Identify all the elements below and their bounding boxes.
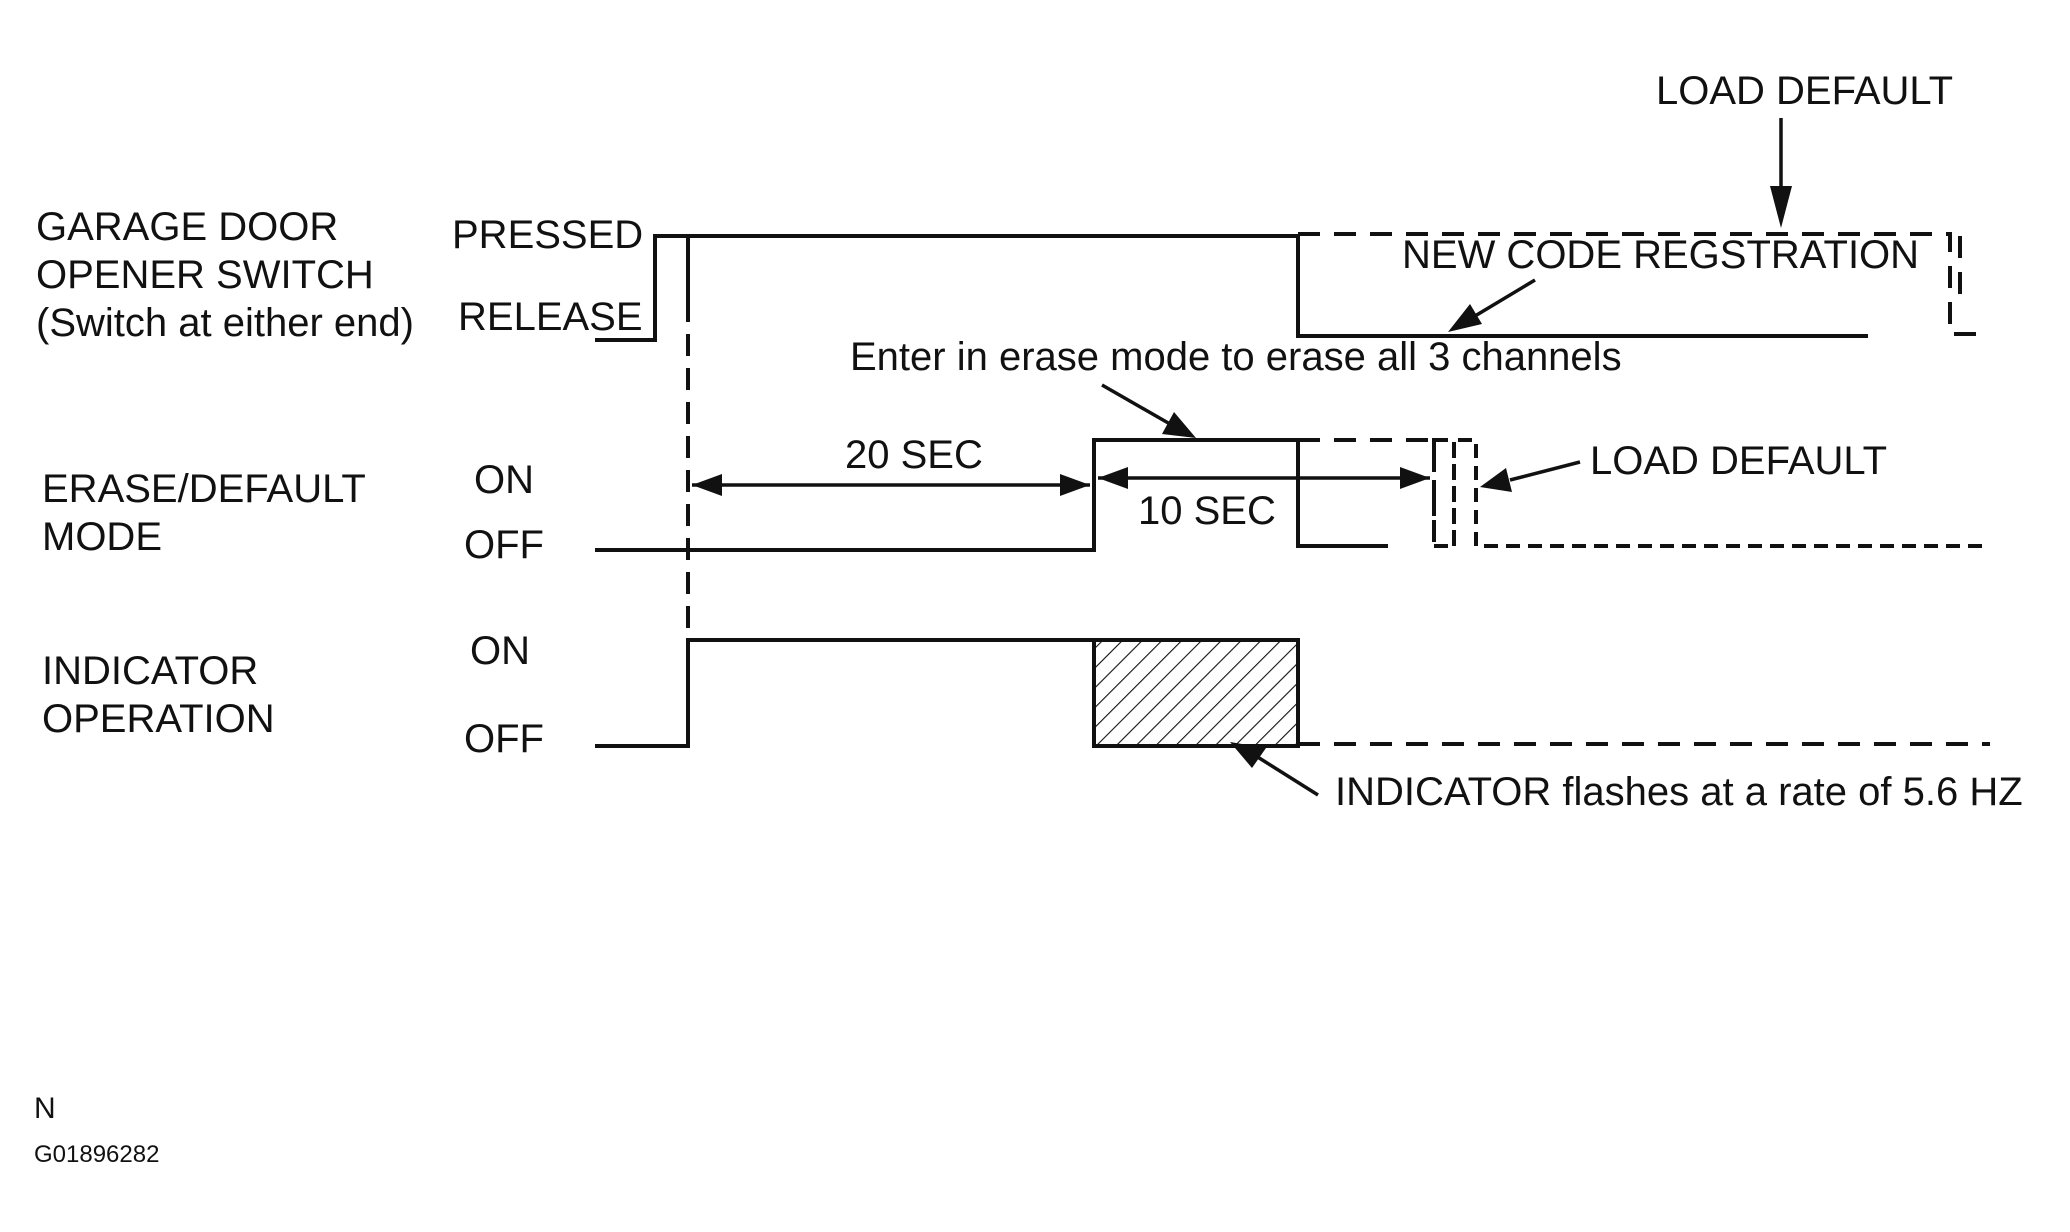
load-default-mid-label: LOAD DEFAULT [1590,439,1887,483]
garage-release-level-label: RELEASE [458,295,643,339]
garage-switch-label-line-3: (Switch at either end) [36,301,414,345]
garage-pressed-level-label: PRESSED [452,213,643,257]
garage-switch-trace [595,234,1868,342]
garage-switch-dashed-pressed [1298,232,1990,336]
indicator-flashing-hatched-block [1092,638,1300,748]
indicator-flash-arrow [1230,742,1319,797]
enter-erase-mode-arrow [1101,383,1196,438]
indicator-off-level-label: OFF [464,717,544,761]
load-default-top-arrow [1770,118,1792,228]
interval-10-sec-label: 10 SEC [1138,489,1276,533]
garage-switch-label-line-2: OPENER SWITCH [36,253,374,297]
load-default-mid-arrow [1480,460,1581,492]
indicator-on-level-label: ON [470,629,530,673]
garage-switch-label-line-1: GARAGE DOOR [36,205,338,249]
erase-mode-dashed-on [1298,438,1436,546]
footer-mark: N [34,1092,56,1125]
erase-default-mode-label: ERASE/DEFAULT MODE [42,467,366,559]
erase-mode-label-line-1: ERASE/DEFAULT [42,467,366,511]
enter-erase-mode-label: Enter in erase mode to erase all 3 chann… [850,335,1622,379]
indicator-operation-label: INDICATOR OPERATION [42,649,275,741]
interval-20-sec-dimension [692,474,1090,496]
erase-off-level-label: OFF [464,523,544,567]
interval-20-sec-label: 20 SEC [845,433,983,477]
indicator-label-line-1: INDICATOR [42,649,258,693]
erase-mode-dashed-pulse-2 [1452,438,1990,548]
erase-mode-dashed-pulse-1 [1432,438,1456,548]
erase-mode-label-line-2: MODE [42,515,162,559]
erase-mode-waveform [595,438,1990,552]
load-default-top-label: LOAD DEFAULT [1656,69,1953,113]
figure-id: G01896282 [34,1141,159,1168]
garage-switch-label: GARAGE DOOR OPENER SWITCH (Switch at eit… [36,205,414,345]
new-code-registration-label: NEW CODE REGSTRATION [1402,233,1919,277]
new-code-registration-arrow [1448,278,1536,332]
indicator-waveform [595,638,1990,748]
indicator-label-line-2: OPERATION [42,697,275,741]
erase-mode-trace [595,438,1388,552]
indicator-trace [595,638,1298,748]
erase-on-level-label: ON [474,458,534,502]
indicator-flash-label: INDICATOR flashes at a rate of 5.6 HZ [1335,770,2023,814]
garage-switch-waveform [595,232,1990,342]
interval-10-sec-dimension [1098,467,1430,489]
